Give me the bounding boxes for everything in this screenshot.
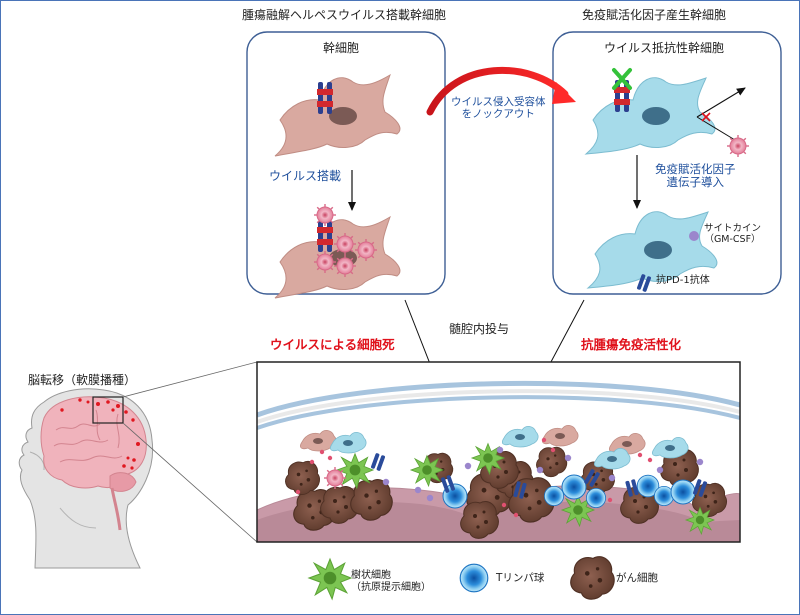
right-step-label: 免疫賦活化因子 遺伝子導入 (655, 162, 736, 190)
zoom-line-bottom (122, 422, 258, 543)
repelled-virus-icon (726, 134, 750, 158)
transition-arrowhead (552, 82, 576, 104)
legend-dendritic-cell-icon (308, 558, 352, 600)
legend-cancer-cell-icon (570, 556, 615, 600)
magnified-box (256, 361, 741, 543)
legend-dendritic-label: 樹状細胞 （抗原提示細胞） (351, 570, 431, 593)
zoom-box (92, 396, 124, 424)
transition-arc (426, 66, 569, 116)
left-header-title: 腫瘍融解ヘルペスウイルス搭載幹細胞 (242, 8, 447, 22)
route-label: 髄腔内投与 (449, 322, 510, 336)
legend-tcell-label: Tリンパ球 (496, 572, 545, 584)
zoom-line-top (122, 361, 258, 398)
left-panel-box (246, 31, 446, 295)
head-illustration (18, 388, 154, 569)
brain-label: 脳転移（軟膜播種） (28, 373, 137, 387)
left-effect-label: ウイルスによる細胞死 (270, 337, 395, 352)
right-panel-box (552, 31, 782, 295)
deflected-line (696, 116, 736, 141)
cytokine-icon (689, 231, 699, 241)
antibody-label: 抗PD-1抗体 (656, 275, 710, 286)
block-x-icon (701, 112, 711, 122)
right-effect-label: 抗腫瘍免疫活性化 (581, 337, 682, 352)
legend-cancer-label: がん細胞 (616, 572, 658, 584)
deflect-arrow (696, 87, 746, 118)
transition-label: ウイルス侵入受容体 をノックアウト (451, 96, 546, 121)
left-panel-title: 幹細胞 (323, 41, 360, 55)
right-panel-title: ウイルス抵抗性幹細胞 (604, 41, 725, 55)
cytokine-label: サイトカイン （GM-CSF） (704, 223, 762, 245)
left-step-label: ウイルス搭載 (269, 169, 342, 183)
right-header-title: 免疫賦活化因子産生幹細胞 (582, 8, 727, 22)
legend-t-lymphocyte-icon (459, 563, 489, 593)
knockout-x-icon (612, 68, 632, 90)
